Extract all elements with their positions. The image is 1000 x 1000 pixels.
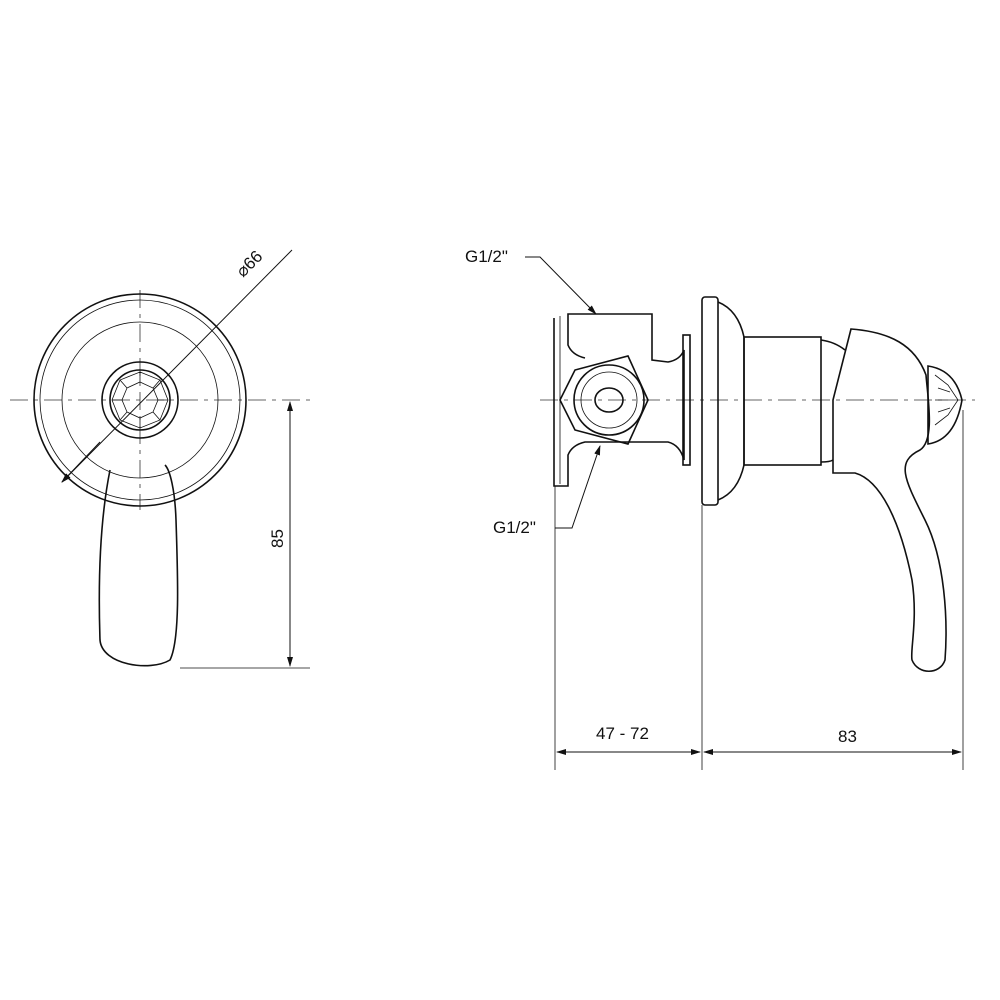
fitting-inner — [580, 371, 638, 429]
lever-side — [832, 328, 947, 673]
crystal-knob — [109, 369, 171, 431]
escutcheon-rim — [39, 299, 241, 501]
escutcheon-outer — [33, 293, 247, 507]
thread-top-leader — [525, 256, 597, 315]
diameter-dimension-line — [61, 249, 293, 483]
thread-bottom-leader — [555, 445, 601, 529]
crystal-facets — [111, 371, 169, 429]
diameter-arrow-lower — [61, 441, 101, 483]
thread-top-label: G1/2" — [465, 247, 508, 266]
thread-bottom-label: G1/2" — [493, 518, 536, 537]
height-label: 85 — [268, 529, 287, 548]
hub — [101, 361, 179, 439]
escutcheon-inner — [61, 321, 219, 479]
front-view: ⌀66 85 — [10, 247, 315, 669]
lever-handle — [98, 464, 179, 667]
crystal-knob-side — [927, 365, 963, 445]
valve-body — [553, 313, 685, 487]
flange-taper — [717, 301, 745, 501]
diameter-label: ⌀66 — [232, 247, 266, 281]
fitting-bore — [594, 387, 624, 413]
crystal-facets-side — [934, 374, 959, 426]
seal-ring — [682, 334, 691, 466]
projection-label: 83 — [838, 727, 857, 746]
hex-nut — [559, 355, 649, 445]
flange — [701, 296, 719, 506]
depth-range-label: 47 - 72 — [596, 724, 649, 743]
side-view: G1/2" G1/2" 47 - 72 83 — [465, 247, 975, 770]
fitting-outer — [573, 364, 645, 436]
cartridge-cylinder — [743, 336, 822, 466]
